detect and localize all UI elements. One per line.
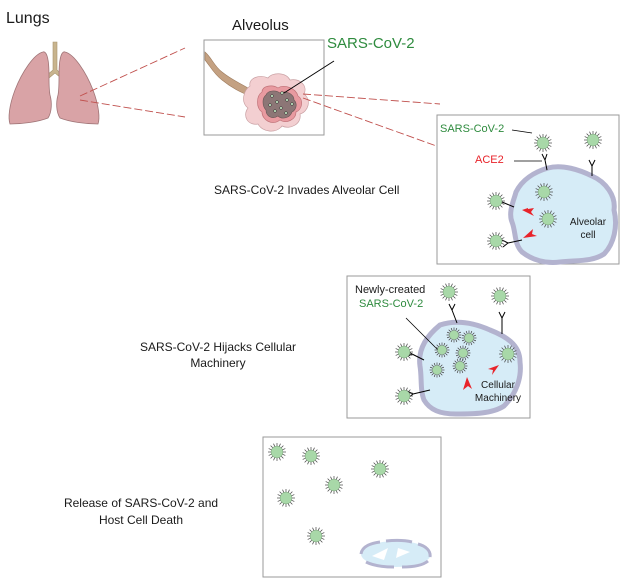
virus-icon bbox=[461, 330, 477, 346]
virus-icon bbox=[487, 192, 505, 210]
cell-label-line1: Alveolar bbox=[569, 217, 607, 228]
step2-caption-line2: Machinery bbox=[190, 356, 246, 370]
newly-created-label: Newly-created SARS-CoV-2 bbox=[355, 283, 425, 311]
virus-icon bbox=[455, 345, 471, 361]
virus-icon bbox=[277, 489, 295, 507]
step3-caption-line1: Release of SARS-CoV-2 and bbox=[63, 496, 219, 510]
virus-icon bbox=[539, 210, 557, 228]
virus-icon bbox=[371, 460, 389, 478]
alveolus-illustration bbox=[204, 51, 335, 132]
lungs-title: Lungs bbox=[6, 10, 50, 27]
virus-icon bbox=[487, 232, 505, 250]
virus-icon bbox=[446, 327, 462, 343]
zoom-line bbox=[302, 97, 443, 149]
virus-icon bbox=[535, 183, 553, 201]
virus-particles bbox=[268, 131, 602, 545]
ace2-label: ACE2 bbox=[475, 154, 504, 166]
machinery-arrows bbox=[463, 365, 499, 390]
step1-virus-label: SARS-CoV-2 bbox=[440, 123, 505, 135]
virus-icon bbox=[302, 447, 320, 465]
dead-cell bbox=[359, 538, 432, 569]
virus-icon bbox=[534, 134, 552, 152]
step2-caption: SARS-CoV-2 Hijacks Cellular Machinery bbox=[128, 339, 308, 371]
alveolar-lumen bbox=[262, 90, 297, 119]
virus-pointer-line bbox=[283, 60, 335, 94]
entry-arrows bbox=[522, 208, 537, 238]
alveolus-title: Alveolus bbox=[232, 17, 289, 34]
zoom-line bbox=[79, 99, 186, 118]
virus-dots bbox=[268, 91, 294, 115]
alveolar-cell bbox=[508, 164, 619, 265]
zoom-line bbox=[302, 93, 441, 105]
virus-icon bbox=[268, 443, 286, 461]
step1-caption: SARS-CoV-2 Invades Alveolar Cell bbox=[214, 183, 400, 197]
virus-icon bbox=[491, 287, 509, 305]
cellular-machinery-label: Cellular Machinery bbox=[468, 379, 528, 405]
machinery-line2: Machinery bbox=[474, 393, 522, 404]
virus-icon bbox=[584, 131, 602, 149]
virus-icon bbox=[452, 358, 468, 374]
machinery-line1: Cellular bbox=[481, 380, 515, 391]
virus-icon bbox=[325, 476, 343, 494]
trachea bbox=[46, 41, 64, 79]
right-lung bbox=[56, 51, 100, 125]
virus-icon bbox=[440, 283, 458, 301]
lungs-illustration bbox=[8, 41, 100, 125]
virus-icon bbox=[434, 342, 450, 358]
virus-icon bbox=[395, 343, 413, 361]
virus-icon bbox=[307, 527, 325, 545]
virus-icon bbox=[395, 387, 413, 405]
step3-caption-line2: Host Cell Death bbox=[98, 513, 184, 527]
cell-label-line2: cell bbox=[580, 230, 596, 241]
step2-caption-line1: SARS-CoV-2 Hijacks Cellular bbox=[139, 340, 297, 354]
zoom-line bbox=[79, 47, 186, 97]
infected-cell bbox=[417, 319, 523, 417]
newly-created-line1: Newly-created bbox=[355, 284, 426, 296]
step3-caption: Release of SARS-CoV-2 and Host Cell Deat… bbox=[46, 495, 236, 529]
virus-icon bbox=[429, 362, 445, 378]
virus-icon bbox=[499, 345, 517, 363]
newly-created-line2: SARS-CoV-2 bbox=[359, 298, 424, 310]
alveolus-virus-label: SARS-CoV-2 bbox=[327, 35, 415, 52]
left-lung bbox=[8, 51, 52, 125]
alveolar-cell-label: Alveolar cell bbox=[566, 216, 610, 242]
